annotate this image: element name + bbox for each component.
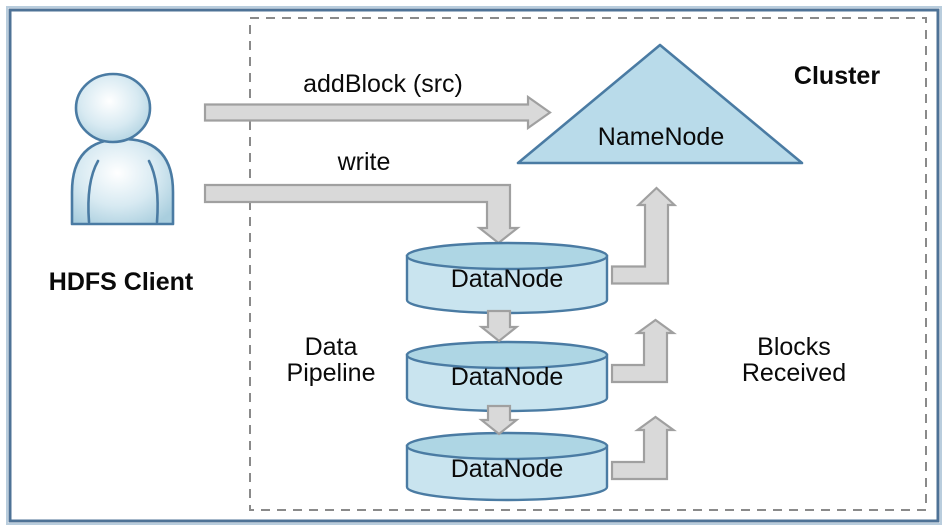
outer-frame-highlight [6, 6, 942, 525]
data-pipeline-annotation: Data Pipeline [287, 333, 376, 387]
datanode-1-top [405, 241, 609, 271]
datanode-2-top [405, 340, 609, 370]
pipeline-arrow-2 [478, 404, 520, 436]
blocks-received-line2: Received [742, 359, 846, 387]
cluster-boundary [249, 17, 927, 511]
add-block-label: addBlock (src) [303, 70, 463, 98]
datanode-1: DataNode [405, 241, 609, 315]
namenode-shape [516, 43, 804, 165]
datanode-3-top [405, 431, 609, 461]
blocks-received-annotation: Blocks Received [742, 333, 846, 387]
person-right-arm [147, 159, 159, 224]
data-pipeline-line1: Data [305, 333, 358, 361]
hdfs-client-label: HDFS Client [49, 268, 194, 296]
datanode-2: DataNode [405, 340, 609, 413]
datanode-3-label: DataNode [451, 455, 564, 483]
data-pipeline-line2: Pipeline [287, 359, 376, 387]
blocks-received-arrow-3 [610, 415, 677, 481]
add-block-arrow [203, 94, 552, 131]
datanode-2-label: DataNode [451, 363, 564, 391]
datanode-2-body [405, 353, 609, 413]
datanode-3: DataNode [405, 431, 609, 502]
namenode-label: NameNode [598, 123, 724, 151]
person-head [74, 72, 152, 144]
pipeline-arrow-1 [478, 309, 520, 343]
write-label: write [337, 148, 391, 176]
person-left-arm [87, 159, 100, 224]
datanode-1-body [405, 254, 609, 315]
datanode-1-label: DataNode [451, 265, 564, 293]
blocks-received-arrow-2 [610, 318, 677, 384]
blocks-received-arrow-1 [610, 186, 678, 285]
write-arrow [203, 183, 521, 245]
blocks-received-line1: Blocks [757, 333, 831, 361]
hdfs-client-icon [70, 72, 175, 226]
datanode-3-body [405, 444, 609, 502]
cluster-label: Cluster [794, 62, 880, 90]
